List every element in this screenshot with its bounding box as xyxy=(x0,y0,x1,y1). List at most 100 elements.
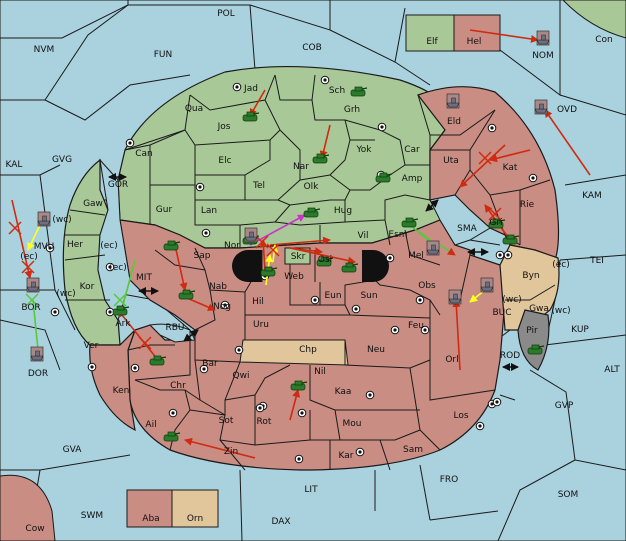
fleet-unit-icon[interactable] xyxy=(426,240,440,256)
province-label-hug: Hug xyxy=(334,206,352,216)
support-line xyxy=(122,259,136,306)
province-label-los: Los xyxy=(453,411,468,421)
army-unit-icon[interactable] xyxy=(350,86,368,97)
army-unit-icon[interactable] xyxy=(312,153,330,164)
army-unit-icon[interactable] xyxy=(178,289,196,300)
order-failed-cross-icon xyxy=(488,207,502,221)
province-elf[interactable] xyxy=(405,14,455,52)
passage-arrow xyxy=(183,329,199,342)
province-label-orn: Orn xyxy=(187,514,203,524)
supply-center-dot xyxy=(423,328,427,332)
order-arrow xyxy=(452,299,461,371)
province-label-tel: Tel xyxy=(252,181,265,191)
army-unit-icon[interactable] xyxy=(341,262,359,273)
land-cow[interactable] xyxy=(0,474,56,541)
province-label-kaa: Kaa xyxy=(335,387,352,397)
sea-label-kam: KAM xyxy=(582,191,602,201)
province-aba[interactable] xyxy=(126,489,173,528)
order-failed-cross-icon xyxy=(25,293,39,307)
supply-center-dot xyxy=(418,298,422,302)
supply-center-dot xyxy=(108,265,112,269)
sea-label-con: Con xyxy=(595,35,613,45)
province-label-kor: Kor xyxy=(80,282,95,292)
province-label-chr: Chr xyxy=(170,381,186,391)
province-label-esm: Esm xyxy=(388,230,407,240)
province-label-gaw: Gaw xyxy=(83,199,103,209)
order-arrow xyxy=(184,437,256,459)
army-unit-icon[interactable] xyxy=(401,217,419,228)
province-label-nil: Nil xyxy=(314,367,326,377)
sea-label-pol: POL xyxy=(217,9,235,19)
fleet-unit-icon[interactable] xyxy=(244,227,258,243)
units xyxy=(26,30,550,442)
army-unit-icon[interactable] xyxy=(260,266,278,277)
order-failed-cross-icon xyxy=(113,293,127,307)
order-failed-cross-icon xyxy=(8,221,22,235)
province-chp[interactable] xyxy=(239,339,349,366)
province-label-uru: Uru xyxy=(253,320,269,330)
province-label-bar: Bar xyxy=(202,359,218,369)
order-failed-cross-icon xyxy=(266,243,280,257)
province-pir[interactable] xyxy=(517,309,550,371)
order-failed-cross-icon xyxy=(478,151,492,165)
army-unit-icon[interactable] xyxy=(303,207,321,218)
fleet-unit-icon[interactable] xyxy=(480,277,494,293)
sea-label-rod: ROD xyxy=(500,351,520,361)
army-unit-icon[interactable] xyxy=(502,234,520,245)
province-label-hil: Hil xyxy=(252,297,264,307)
supply-center-dot xyxy=(237,348,241,352)
province-label-aba: Aba xyxy=(142,514,159,524)
supply-center-dot xyxy=(223,303,227,307)
land-west-arm xyxy=(62,158,121,346)
province-label-ver: Ver xyxy=(84,341,99,351)
army-unit-icon[interactable] xyxy=(242,111,260,122)
coast-tag: (wc) xyxy=(502,295,521,305)
sea-label-cob: COB xyxy=(302,43,322,53)
fleet-unit-icon[interactable] xyxy=(448,289,462,305)
coast-tag: (ec) xyxy=(100,241,118,251)
province-label-feu: Feu xyxy=(408,321,424,331)
province-label-qua: Qua xyxy=(185,104,203,114)
fleet-unit-icon[interactable] xyxy=(26,277,40,293)
fleet-unit-icon[interactable] xyxy=(534,99,548,115)
supply-center-dot xyxy=(531,176,535,180)
sea-label-dor: DOR xyxy=(28,369,48,379)
fleet-unit-icon[interactable] xyxy=(446,93,460,109)
province-label-rie: Rie xyxy=(520,200,535,210)
fleet-unit-icon[interactable] xyxy=(30,346,44,362)
sea-label-rbu: RBU xyxy=(165,323,184,333)
coast-tag: (wc) xyxy=(52,215,71,225)
supply-center-dot xyxy=(388,256,392,260)
sea-label-gva: GVA xyxy=(63,445,83,455)
sea-sma-inlet xyxy=(429,194,491,246)
coast-tag: (wc) xyxy=(551,306,570,316)
sea-label-nom: NOM xyxy=(532,51,554,61)
province-label-gur: Gur xyxy=(156,205,173,215)
supply-center-dot xyxy=(506,253,510,257)
supply-center-dot xyxy=(108,310,112,314)
army-unit-icon[interactable] xyxy=(149,355,167,366)
province-label-kar: Kar xyxy=(339,451,354,461)
province-orn[interactable] xyxy=(171,489,219,528)
province-label-neu: Neu xyxy=(367,345,385,355)
fleet-unit-icon[interactable] xyxy=(536,30,550,46)
army-unit-icon[interactable] xyxy=(375,172,393,183)
army-unit-icon[interactable] xyxy=(290,380,308,391)
province-label-chp: Chp xyxy=(299,345,317,355)
army-unit-icon[interactable] xyxy=(527,344,545,355)
army-unit-icon[interactable] xyxy=(163,431,181,442)
province-label-nog: Nog xyxy=(213,302,231,312)
coast-tag: (ec) xyxy=(109,263,127,273)
army-unit-icon[interactable] xyxy=(163,240,181,251)
passage-arrow xyxy=(425,199,439,212)
province-label-hel: Hel xyxy=(467,37,482,47)
army-unit-icon[interactable] xyxy=(316,256,334,267)
fleet-unit-icon[interactable] xyxy=(37,211,51,227)
order-arrow xyxy=(319,124,331,159)
army-unit-icon[interactable] xyxy=(112,305,130,316)
province-label-osi: Osi xyxy=(318,255,332,265)
province-label-ken: Ken xyxy=(113,386,130,396)
army-unit-icon[interactable] xyxy=(488,218,506,229)
